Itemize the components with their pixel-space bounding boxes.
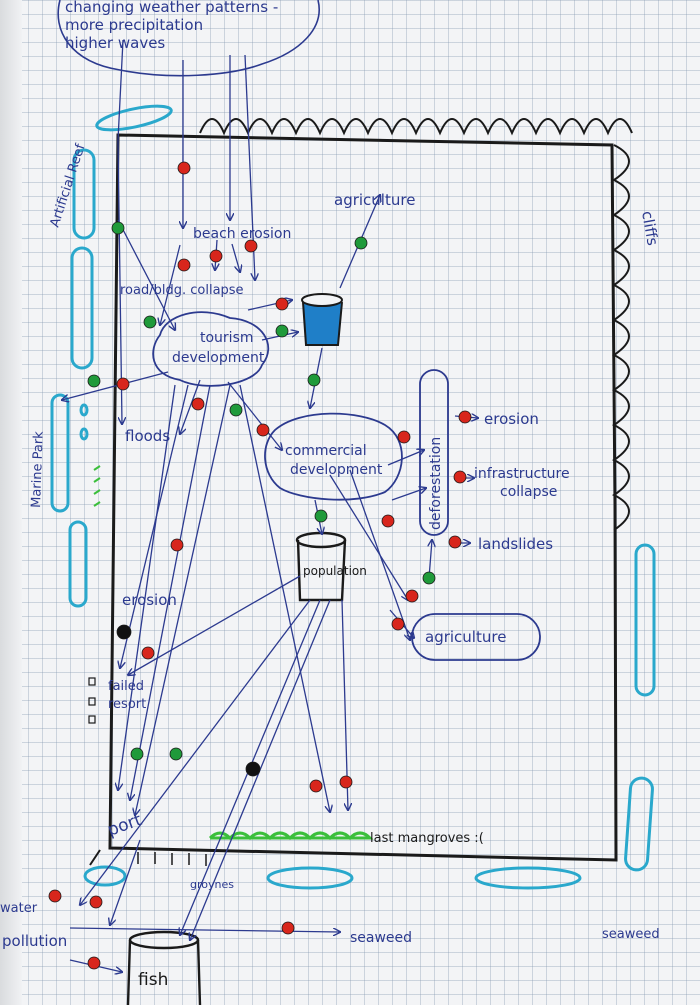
deforestation-label: deforestation bbox=[428, 437, 444, 530]
groynes-label: groynes bbox=[190, 878, 234, 891]
commercial-bubble bbox=[264, 412, 403, 501]
fish-label: fish bbox=[138, 970, 168, 990]
pollution-label: pollution bbox=[2, 932, 67, 950]
marine-park-label: Marine Park bbox=[29, 431, 47, 509]
road-collapse-label: road/bldg. collapse bbox=[120, 283, 244, 298]
infrastructure-label-1: infrastructure bbox=[474, 466, 570, 482]
weather-cloud bbox=[57, 0, 320, 77]
floods-label: floods bbox=[125, 427, 170, 445]
paper-edge bbox=[0, 0, 22, 1005]
infrastructure-label-2: collapse bbox=[500, 484, 557, 500]
artificial-reef-label: Artificial Reef bbox=[48, 142, 89, 229]
erosion-left-label: erosion bbox=[122, 591, 177, 609]
cloud-line-3: higher waves bbox=[65, 34, 165, 52]
commercial-label-2: development bbox=[290, 462, 383, 478]
landslides-label: landslides bbox=[478, 535, 553, 553]
cloud-line-1: changing weather patterns - bbox=[65, 0, 278, 16]
connection-arrows bbox=[62, 39, 478, 972]
cliffs-outline bbox=[199, 118, 633, 531]
reef-shapes bbox=[50, 104, 656, 890]
erosion-right-label: erosion bbox=[484, 410, 539, 428]
failed-resort-label-1: failed bbox=[108, 679, 144, 694]
water-label: water bbox=[0, 901, 38, 916]
impact-dots bbox=[48, 161, 472, 970]
fish-cup bbox=[126, 930, 202, 1005]
island-outline bbox=[89, 133, 618, 866]
tourism-label-2: development bbox=[172, 350, 265, 366]
cliffs-label: cliffs bbox=[638, 210, 662, 248]
groynes bbox=[137, 852, 207, 866]
resort-markers bbox=[88, 677, 96, 724]
commercial-label-1: commercial bbox=[285, 443, 367, 459]
population-label: population bbox=[303, 564, 367, 578]
mangroves bbox=[208, 831, 374, 841]
left-hatch bbox=[93, 465, 101, 507]
agriculture-bottom-label: agriculture bbox=[425, 628, 506, 646]
failed-resort-label-2: resort bbox=[108, 697, 146, 712]
last-mangroves-label: last mangroves :( bbox=[370, 831, 484, 846]
water-cup bbox=[301, 293, 343, 346]
tourism-label-1: tourism bbox=[200, 330, 254, 346]
seaweed-center-label: seaweed bbox=[350, 930, 412, 946]
seaweed-right-label: seaweed bbox=[602, 927, 660, 942]
agriculture-top-label: agriculture bbox=[334, 191, 415, 209]
cloud-line-2: more precipitation bbox=[65, 16, 203, 34]
beach-erosion-label: beach erosion bbox=[193, 226, 291, 242]
